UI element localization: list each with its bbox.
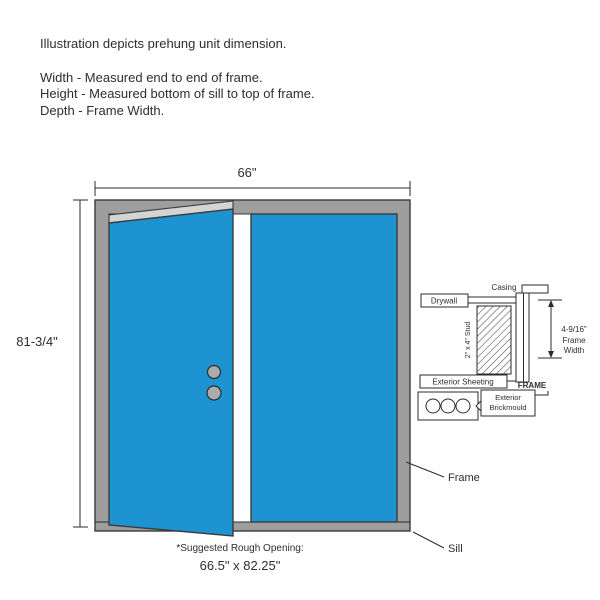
rough-opening-value: 66.5" x 82.25": [200, 558, 281, 573]
note-depth-definition: Depth - Frame Width.: [40, 102, 165, 118]
width-dimension: 66": [94, 165, 411, 196]
right-door-panel: [250, 213, 398, 523]
stud-section: [476, 305, 512, 375]
height-dimension: 81-3/4": [16, 199, 88, 528]
frame-callout: Frame: [405, 461, 480, 484]
sill-callout: Sill: [412, 531, 463, 555]
note-height-definition: Height - Measured bottom of sill to top …: [40, 86, 315, 101]
rough-opening-title: *Suggested Rough Opening:: [176, 543, 303, 554]
frame-width-arrow-up: [548, 300, 554, 307]
drywall-label: Drywall: [431, 297, 457, 306]
frame-width-value: 4-9/16": [561, 325, 587, 334]
cross-section-detail: Casing Drywall 2" x 4" Stud Exterior She…: [417, 283, 587, 421]
exterior-brickmould-label-box: [480, 389, 536, 417]
deadbolt-knob: [206, 364, 222, 380]
exterior-brickmould-pointer: [475, 399, 482, 413]
exterior-sheeting-label: Exterior Sheeting: [432, 378, 493, 387]
prehung-door-unit: [94, 199, 411, 537]
casing-label: Casing: [492, 283, 517, 292]
brickmould-profile-circle: [455, 398, 471, 414]
stud-label: 2" x 4" Stud: [465, 322, 472, 359]
frame-width-arrow-down: [548, 351, 554, 358]
exterior-brickmould-label-line1: Exterior: [495, 393, 521, 402]
brickmould-profile-circle: [425, 398, 441, 414]
door-handle-knob: [206, 385, 222, 401]
brickmould-profile-circle: [440, 398, 456, 414]
note-width-definition: Width - Measured end to end of frame.: [40, 69, 263, 85]
height-dimension-label: 81-3/4": [16, 334, 58, 349]
open-left-door-panel: [108, 208, 234, 537]
width-dimension-label: 66": [237, 165, 256, 180]
notes-block: Illustration depicts prehung unit dimens…: [40, 36, 315, 119]
frame-width-word1: Frame: [562, 336, 586, 345]
frame-callout-leader: [405, 461, 445, 478]
frame-width-word2: Width: [564, 346, 584, 355]
frame-jamb-section: [515, 292, 530, 383]
sill-callout-leader: [412, 531, 445, 549]
note-intro: Illustration depicts prehung unit dimens…: [40, 36, 287, 51]
sill-callout-label: Sill: [448, 543, 463, 555]
casing-profile: [521, 284, 549, 294]
exterior-brickmould-label-line2: Brickmould: [489, 403, 526, 412]
drywall-layer: [467, 296, 517, 304]
frame-section-label: FRAME: [518, 381, 547, 390]
frame-callout-label: Frame: [448, 472, 480, 484]
frame-width-dimension: 4-9/16" Frame Width: [538, 299, 587, 359]
